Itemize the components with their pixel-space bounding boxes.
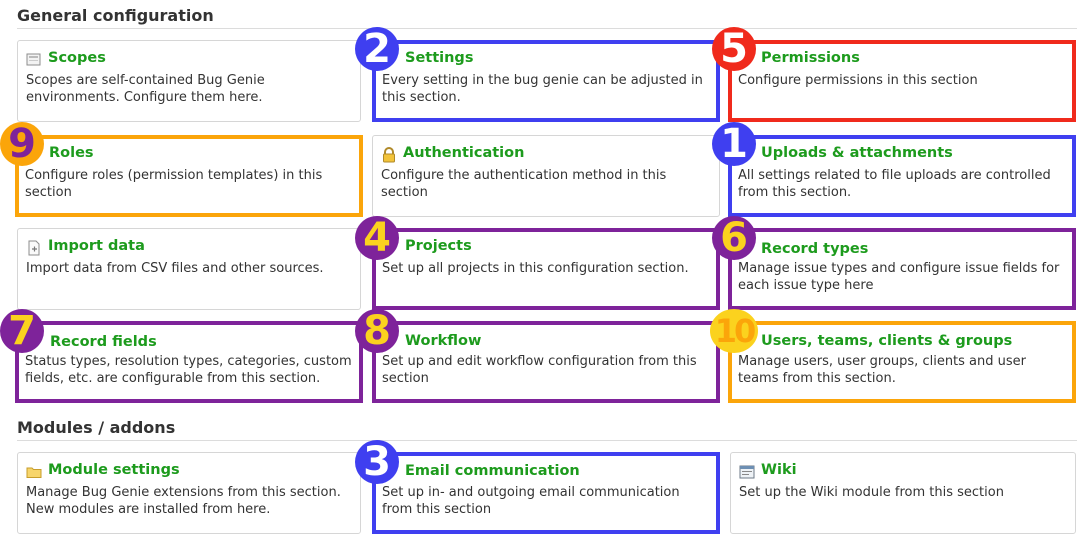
- scopes-card[interactable]: Scopes Scopes are self-contained Bug Gen…: [17, 40, 361, 122]
- authentication-link[interactable]: Authentication: [403, 145, 525, 161]
- projects-description: Set up all projects in this configuratio…: [382, 261, 689, 276]
- uploads-card[interactable]: Uploads & attachments All settings relat…: [728, 135, 1076, 217]
- settings-card[interactable]: Settings Every setting in the bug genie …: [372, 40, 720, 122]
- badge-permissions: 5: [712, 27, 756, 71]
- workflow-description: Set up and edit workflow configuration f…: [382, 354, 697, 386]
- authentication-description: Configure the authentication method in t…: [381, 168, 667, 200]
- modules-addons-heading: Modules / addons: [17, 418, 176, 437]
- scopes-description: Scopes are self-contained Bug Genie envi…: [26, 73, 265, 105]
- badge-roles: 9: [0, 122, 44, 166]
- wiki-icon: [739, 464, 755, 480]
- badge-projects: 4: [355, 216, 399, 260]
- users-teams-description: Manage users, user groups, clients and u…: [738, 354, 1026, 386]
- roles-link[interactable]: Roles: [49, 145, 94, 161]
- email-communication-link[interactable]: Email communication: [405, 463, 580, 479]
- badge-record-fields: 7: [0, 309, 44, 353]
- module-settings-description: Manage Bug Genie extensions from this se…: [26, 485, 341, 517]
- record-types-description: Manage issue types and configure issue f…: [738, 261, 1060, 293]
- workflow-link[interactable]: Workflow: [405, 333, 482, 349]
- wiki-description: Set up the Wiki module from this section: [739, 485, 1004, 500]
- scopes-link[interactable]: Scopes: [48, 50, 106, 66]
- email-communication-description: Set up in- and outgoing email communicat…: [382, 485, 680, 517]
- permissions-card[interactable]: Permissions Configure permissions in thi…: [728, 40, 1076, 122]
- users-teams-card[interactable]: Users, teams, clients & groups Manage us…: [728, 321, 1076, 403]
- uploads-description: All settings related to file uploads are…: [738, 168, 1051, 200]
- record-types-card[interactable]: Record types Manage issue types and conf…: [728, 228, 1076, 310]
- lock-icon: [381, 147, 397, 163]
- module-settings-card[interactable]: Module settings Manage Bug Genie extensi…: [17, 452, 361, 534]
- record-fields-description: Status types, resolution types, categori…: [25, 354, 352, 386]
- badge-record-types: 6: [712, 216, 756, 260]
- badge-uploads: 1: [712, 122, 756, 166]
- badge-email-communication: 3: [355, 440, 399, 484]
- uploads-link[interactable]: Uploads & attachments: [761, 145, 953, 161]
- wiki-card[interactable]: Wiki Set up the Wiki module from this se…: [730, 452, 1076, 534]
- badge-users-teams: 10: [710, 309, 758, 353]
- record-types-link[interactable]: Record types: [761, 241, 869, 257]
- module-settings-link[interactable]: Module settings: [48, 462, 180, 478]
- email-communication-card[interactable]: Email communication Set up in- and outgo…: [372, 452, 720, 534]
- badge-settings: 2: [355, 27, 399, 71]
- import-data-link[interactable]: Import data: [48, 238, 145, 254]
- settings-description: Every setting in the bug genie can be ad…: [382, 73, 703, 105]
- workflow-card[interactable]: Workflow Set up and edit workflow config…: [372, 321, 720, 403]
- record-fields-card[interactable]: Record fields Status types, resolution t…: [15, 321, 363, 403]
- folder-icon: [26, 464, 42, 480]
- roles-description: Configure roles (permission templates) i…: [25, 168, 323, 200]
- section-divider: [17, 440, 1077, 441]
- permissions-description: Configure permissions in this section: [738, 73, 978, 88]
- record-fields-link[interactable]: Record fields: [50, 334, 157, 350]
- section-divider: [17, 28, 1077, 29]
- badge-workflow: 8: [355, 309, 399, 353]
- import-data-card[interactable]: Import data Import data from CSV files a…: [17, 228, 361, 310]
- scopes-icon: [26, 52, 42, 68]
- general-configuration-heading: General configuration: [17, 6, 214, 25]
- roles-card[interactable]: Roles Configure roles (permission templa…: [15, 135, 363, 217]
- settings-link[interactable]: Settings: [405, 50, 474, 66]
- authentication-card[interactable]: Authentication Configure the authenticat…: [372, 135, 720, 217]
- projects-link[interactable]: Projects: [405, 238, 472, 254]
- permissions-link[interactable]: Permissions: [761, 50, 860, 66]
- import-data-description: Import data from CSV files and other sou…: [26, 261, 324, 276]
- projects-card[interactable]: Projects Set up all projects in this con…: [372, 228, 720, 310]
- import-icon: [26, 240, 42, 256]
- users-teams-link[interactable]: Users, teams, clients & groups: [761, 333, 1013, 349]
- wiki-link[interactable]: Wiki: [761, 462, 797, 478]
